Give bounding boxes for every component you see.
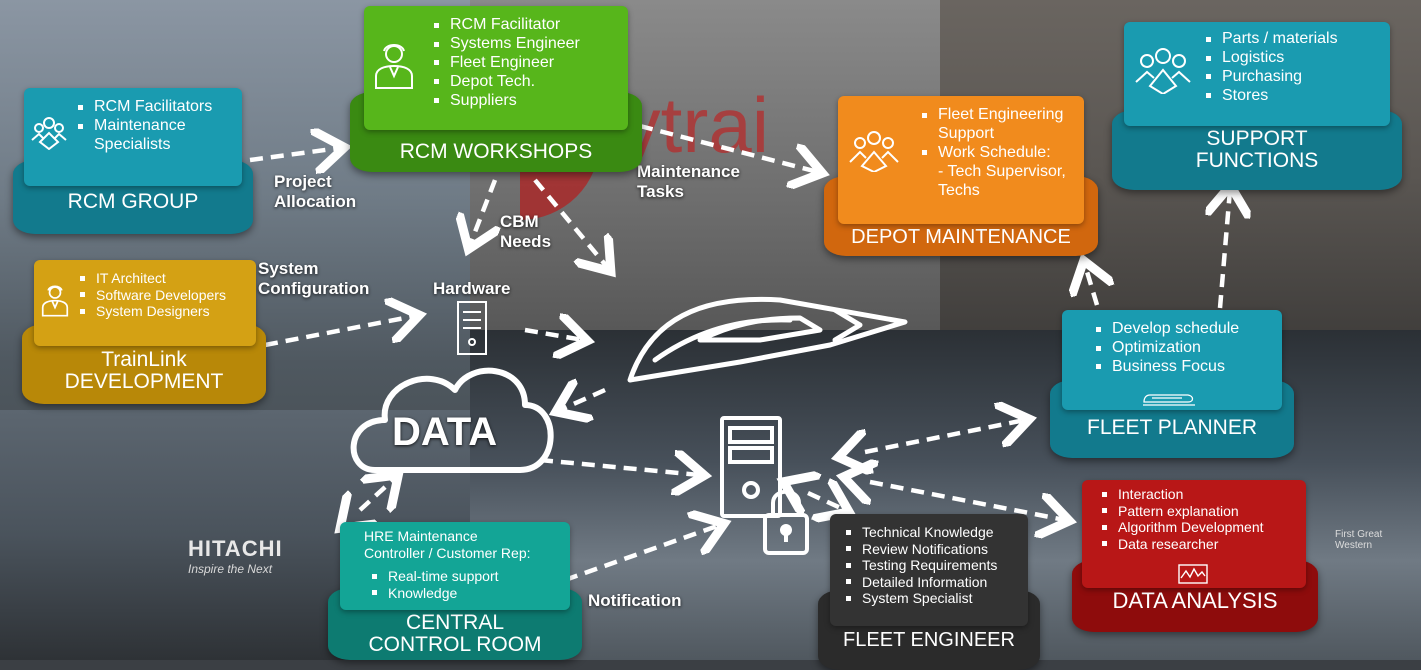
engineer-icon: [41, 285, 69, 317]
list-item: Fleet Engineer: [428, 54, 580, 73]
background-building-sign: HITACHI: [188, 536, 283, 561]
hardware-label: Hardware: [433, 279, 511, 298]
rcm-group-card: RCM Facilitators Maintenance Specialists: [24, 88, 242, 186]
team-icon: [849, 131, 899, 172]
depot-maintenance-card: Fleet Engineering Support Work Schedule:…: [838, 96, 1084, 224]
support-functions-title: SUPPORT FUNCTIONS: [1195, 127, 1319, 173]
list-item: Optimization: [1090, 339, 1239, 358]
fleet-planner-title: FLEET PLANNER: [1087, 416, 1257, 439]
high-speed-train-icon: [627, 296, 908, 383]
arrow-workshops-to-hardware: [470, 179, 495, 245]
rcm-group-title: RCM GROUP: [67, 190, 199, 213]
list-item: Develop schedule: [1090, 320, 1239, 339]
fleet-engineer-card: Technical Knowledge Review Notifications…: [830, 514, 1028, 626]
list-item: Maintenance Specialists: [72, 117, 214, 155]
arrow-planner-to-depot: [1085, 265, 1097, 306]
list-item: Data researcher: [1096, 536, 1264, 553]
notification-label: Notification: [588, 591, 682, 610]
arrow-hardware-to-train: [524, 330, 583, 340]
cbm-needs-label: CBM Needs: [500, 212, 552, 252]
central-control-list: Real-time support Knowledge: [366, 568, 499, 601]
central-control-title: CENTRAL CONTROL ROOM: [368, 611, 542, 657]
list-item: RCM Facilitator: [428, 16, 580, 35]
data-label: DATA: [392, 410, 498, 454]
list-item: Depot Tech.: [428, 73, 580, 92]
list-item: Software Developers: [74, 287, 226, 304]
background-building-tagline: Inspire the Next: [188, 562, 273, 576]
list-item: System Specialist: [840, 590, 997, 607]
team-icon: [31, 117, 67, 150]
system-configuration-label: System Configuration: [258, 259, 370, 299]
arrow-server-data-analysis: [870, 482, 1065, 520]
fleet-planner-card: Develop schedule Optimization Business F…: [1062, 310, 1282, 410]
data-analysis-title: DATA ANALYSIS: [1112, 588, 1278, 613]
list-item: Technical Knowledge: [840, 524, 997, 541]
arrow-rcm-group-to-workshops: [249, 148, 340, 160]
padlock-icon: [763, 489, 809, 555]
list-item: Suppliers: [428, 92, 580, 111]
trainlink-card: IT Architect Software Developers System …: [34, 260, 256, 346]
rcm-workshops-list: RCM Facilitator Systems Engineer Fleet E…: [428, 16, 580, 110]
arrow-workshops-to-depot: [639, 123, 818, 172]
team-icon: [1135, 48, 1191, 94]
project-allocation-label: Project Allocation: [274, 172, 357, 212]
list-item: IT Architect: [74, 270, 226, 287]
central-control-card: HRE Maintenance Controller / Customer Re…: [340, 522, 570, 610]
list-item: Testing Requirements: [840, 557, 997, 574]
list-item: Work Schedule:: [916, 144, 1086, 163]
trainlink-title: TrainLink DEVELOPMENT: [64, 348, 224, 394]
main-server-icon: [720, 416, 782, 518]
list-item: Pattern explanation: [1096, 503, 1264, 520]
arrow-planner-to-support: [1220, 190, 1230, 309]
trainlink-list: IT Architect Software Developers System …: [74, 270, 226, 320]
list-item: - Tech Supervisor,: [938, 162, 1066, 180]
arrow-workshops-to-train: [533, 178, 608, 268]
list-item: Detailed Information: [840, 574, 997, 591]
fleet-engineer-title: FLEET ENGINEER: [843, 629, 1015, 651]
arrow-data-to-server: [539, 460, 700, 475]
data-analysis-list: Interaction Pattern explanation Algorith…: [1096, 486, 1264, 552]
arrow-server-fleet-planner: [865, 420, 1025, 452]
central-control-intro: HRE Maintenance Controller / Customer Re…: [364, 528, 531, 561]
list-item: Purchasing: [1200, 68, 1338, 87]
support-functions-list: Parts / materials Logistics Purchasing S…: [1200, 30, 1338, 106]
rcm-workshops-card: RCM Facilitator Systems Engineer Fleet E…: [364, 6, 628, 130]
rcm-group-list: RCM Facilitators Maintenance Specialists: [72, 98, 214, 155]
list-item: Algorithm Development: [1096, 519, 1264, 536]
list-item: Systems Engineer: [428, 35, 580, 54]
hardware-server-icon: [457, 301, 487, 355]
rcm-workshops-title: RCM WORKSHOPS: [399, 140, 593, 163]
list-item: Real-time support: [366, 568, 499, 585]
maintenance-tasks-label: Maintenance Tasks: [637, 162, 740, 202]
list-item: RCM Facilitators: [72, 98, 214, 117]
support-functions-card: Parts / materials Logistics Purchasing S…: [1124, 22, 1390, 126]
arrow-ccr-to-server: [564, 525, 720, 583]
list-item: Stores: [1200, 87, 1338, 106]
arrow-train-to-data: [560, 390, 606, 410]
list-item: Parts / materials: [1200, 30, 1338, 49]
depot-maintenance-title: DEPOT MAINTENANCE: [851, 226, 1071, 248]
arrow-server-fleet-engineer: [808, 493, 845, 510]
list-item: Interaction: [1096, 486, 1264, 503]
line-chart-icon: [1178, 564, 1208, 584]
fleet-engineer-list: Technical Knowledge Review Notifications…: [840, 524, 997, 607]
data-analysis-card: Interaction Pattern explanation Algorith…: [1082, 480, 1306, 588]
arrow-data-ccr-bidirectional: [360, 478, 395, 510]
fleet-planner-list: Develop schedule Optimization Business F…: [1090, 320, 1239, 377]
list-item: System Designers: [74, 303, 226, 320]
arrow-trainlink-to-hardware: [264, 316, 415, 348]
list-item: Knowledge: [366, 585, 499, 602]
list-item: Review Notifications: [840, 541, 997, 558]
list-item: Fleet Engineering Support: [916, 106, 1086, 144]
list-item: Techs: [938, 181, 980, 199]
list-item: Logistics: [1200, 49, 1338, 68]
background-train-livery: First Great Western: [1335, 529, 1383, 551]
data-cloud-icon: [350, 367, 554, 473]
list-item: Business Focus: [1090, 358, 1239, 377]
engineer-icon: [375, 44, 413, 89]
depot-maintenance-list: Fleet Engineering Support Work Schedule:…: [916, 106, 1086, 200]
train-icon: [1143, 394, 1195, 406]
